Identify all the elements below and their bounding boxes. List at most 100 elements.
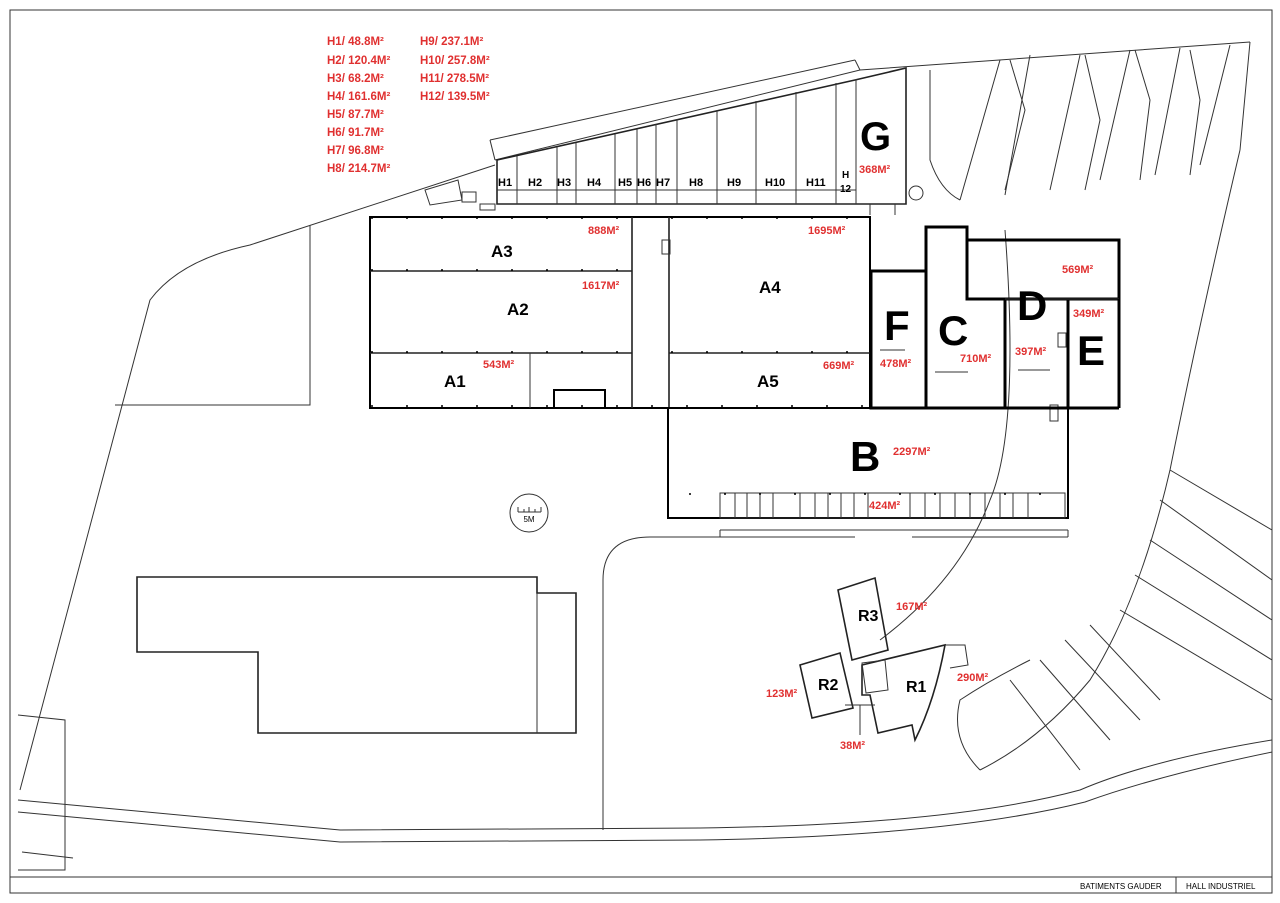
wall-dot	[581, 351, 583, 353]
building-d-label: D	[1017, 282, 1047, 329]
building-a5-label: A5	[757, 372, 779, 391]
building-r3-label: R3	[858, 608, 879, 625]
wall-dot	[829, 493, 831, 495]
legend-h11: H11/ 278.5M²	[420, 73, 489, 85]
wall-dot	[476, 405, 478, 407]
legend-h10: H10/ 257.8M²	[420, 55, 490, 67]
wall-dot	[616, 405, 618, 407]
legend-h4: H4/ 161.6M²	[327, 91, 390, 103]
building-d-area-2: 397M²	[1015, 346, 1047, 358]
scale-label: 5M	[523, 515, 534, 524]
hall-h3: H3	[557, 177, 571, 189]
building-e-label: E	[1077, 327, 1105, 374]
building-d-area: 569M²	[1062, 264, 1094, 276]
wall-dot	[794, 493, 796, 495]
building-b-label: B	[850, 433, 880, 480]
wall-dot	[476, 269, 478, 271]
wall-dots	[371, 217, 1041, 495]
page-frame	[9, 9, 1273, 894]
wall-dot	[706, 351, 708, 353]
block-fcde	[869, 225, 1121, 410]
wall-dot	[826, 405, 828, 407]
wall-dot	[511, 217, 513, 219]
wall-dot	[651, 405, 653, 407]
building-labels: G 368M² A3 888M² A2 1617M² A1 543M² A4 1…	[444, 115, 1105, 752]
wall-dot	[759, 493, 761, 495]
building-a2-area: 1617M²	[582, 280, 620, 292]
wall-dot	[476, 351, 478, 353]
building-b-area: 2297M²	[893, 446, 931, 458]
road-bottom-2	[17, 751, 1273, 843]
link-area: 38M²	[840, 740, 865, 752]
road-bottom-1	[17, 739, 1273, 831]
wall-dot	[846, 351, 848, 353]
wall-dot	[616, 351, 618, 353]
wall-dot	[581, 269, 583, 271]
wall-dot	[706, 217, 708, 219]
hall-h6: H6	[637, 177, 651, 189]
building-southwest	[136, 576, 577, 734]
hall-h10: H10	[765, 177, 785, 189]
wall-dot	[791, 405, 793, 407]
wall-dot	[934, 493, 936, 495]
hall-h2: H2	[528, 177, 542, 189]
topright-parcels	[929, 41, 1251, 201]
wall-dot	[741, 351, 743, 353]
wall-dot	[371, 351, 373, 353]
block-r	[799, 576, 969, 743]
scale-symbol: 5M	[509, 493, 549, 533]
wall-dot	[741, 217, 743, 219]
building-r1-area: 290M²	[957, 672, 989, 684]
building-r3-area: 167M²	[896, 601, 928, 613]
access-road	[602, 536, 855, 830]
wall-dot	[441, 351, 443, 353]
wall-dot	[546, 351, 548, 353]
building-a1-label: A1	[444, 372, 466, 391]
wall-dot	[581, 405, 583, 407]
site-boundary-inner	[115, 225, 311, 406]
building-f-label: F	[884, 302, 910, 349]
wall-dot	[689, 493, 691, 495]
hall-h12-top: H	[842, 170, 849, 181]
wall-dot	[511, 405, 513, 407]
street-top-4	[854, 59, 861, 71]
wall-dot	[406, 269, 408, 271]
hall-h12-bottom: 12	[840, 184, 852, 195]
building-b-area-2: 424M²	[869, 500, 901, 512]
hall-h1: H1	[498, 177, 512, 189]
hall-h11: H11	[806, 177, 826, 189]
legend-h9: H9/ 237.1M²	[420, 36, 483, 48]
wall-dot	[546, 269, 548, 271]
legend-h6: H6/ 91.7M²	[327, 127, 384, 139]
building-a3-area: 888M²	[588, 225, 620, 237]
building-a4-label: A4	[759, 278, 781, 297]
wall-dot	[811, 351, 813, 353]
wall-dot	[686, 405, 688, 407]
wall-dot	[671, 217, 673, 219]
building-c-area: 710M²	[960, 353, 992, 365]
building-a5-area: 669M²	[823, 360, 855, 372]
hall-h5: H5	[618, 177, 632, 189]
wall-dot	[811, 217, 813, 219]
right-curve-3	[957, 659, 1031, 771]
hall-h4: H4	[587, 177, 602, 189]
wall-dot	[899, 493, 901, 495]
wall-dot	[776, 217, 778, 219]
footer-left: BATIMENTS GAUDER	[1080, 882, 1162, 891]
legend-h2: H2/ 120.4M²	[327, 55, 390, 67]
wall-dot	[546, 405, 548, 407]
wall-dot	[511, 351, 513, 353]
site-boundary-left	[19, 164, 496, 791]
wall-dot	[724, 493, 726, 495]
wall-dot	[406, 351, 408, 353]
wall-dot	[616, 217, 618, 219]
building-a4-area: 1695M²	[808, 225, 846, 237]
street-top-2	[489, 59, 856, 141]
wall-dot	[861, 405, 863, 407]
wall-dot	[776, 351, 778, 353]
building-r2-area: 123M²	[766, 688, 798, 700]
building-g-area: 368M²	[859, 164, 891, 176]
legend-h5: H5/ 87.7M²	[327, 109, 384, 121]
wall-dot	[616, 269, 618, 271]
